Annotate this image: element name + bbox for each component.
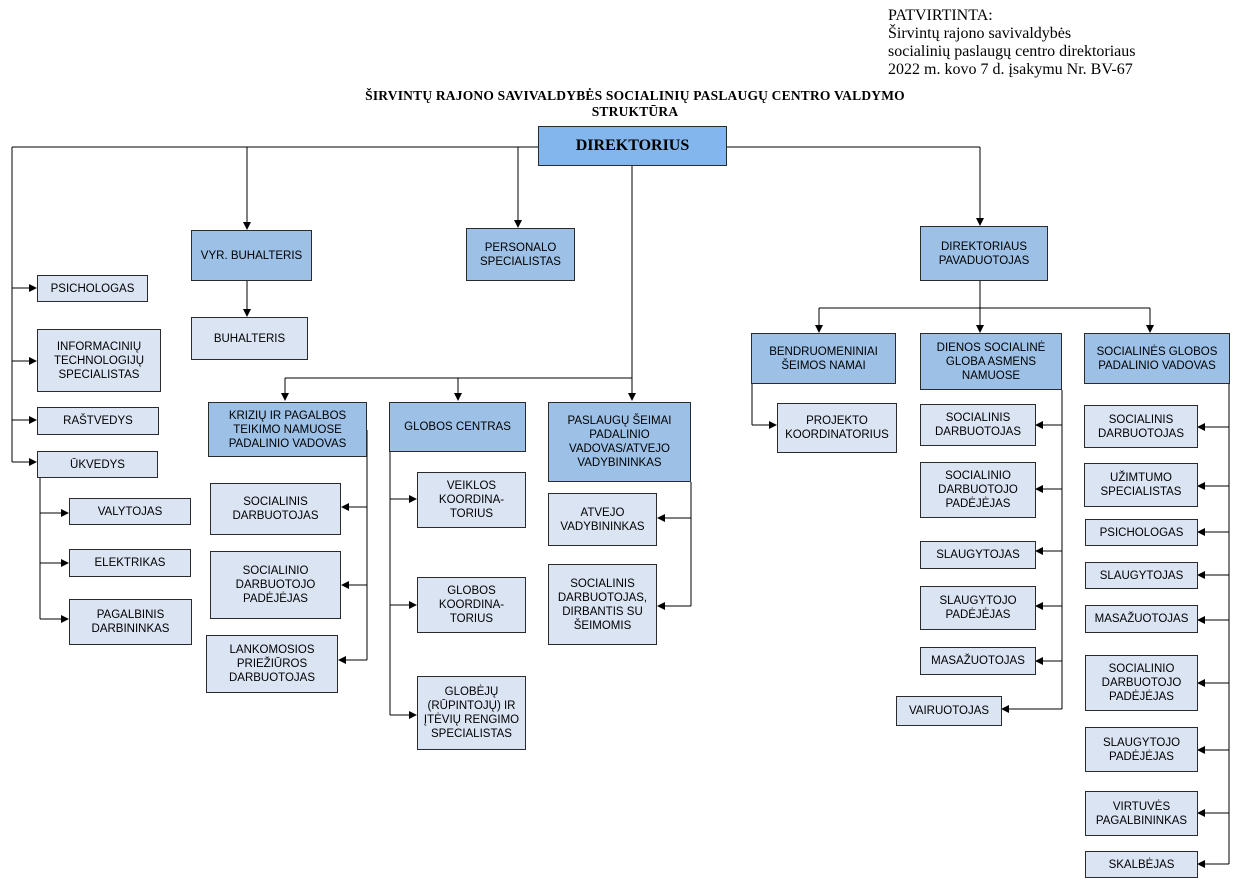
box-sg-slaugytojo-padejejas: SLAUGYTOJO PADĖJĖJAS <box>1085 727 1198 772</box>
title-line-1: ŠIRVINTŲ RAJONO SAVIVALDYBĖS SOCIALINIŲ … <box>365 88 905 103</box>
box-vairuotojas: VAIRUOTOJAS <box>896 696 1002 726</box>
approval-line-3: socialinių paslaugų centro direktoriaus <box>888 43 1136 60</box>
page-title: ŠIRVINTŲ RAJONO SAVIVALDYBĖS SOCIALINIŲ … <box>300 88 970 120</box>
box-dg-masazuotojas: MASAŽUOTOJAS <box>920 647 1036 675</box>
box-ukvedys: ŪKVEDYS <box>37 451 158 478</box>
approval-line-2: Širvintų rajono savivaldybės <box>888 25 1072 42</box>
box-vyr-buhalteris: VYR. BUHALTERIS <box>191 230 312 281</box>
box-globos-koordinatorius: GLOBOS KOORDINA- TORIUS <box>417 577 526 633</box>
box-direktorius: DIREKTORIUS <box>538 126 727 166</box>
box-bendruomeniniai-seimos-namai: BENDRUOMENINIAI ŠEIMOS NAMAI <box>751 333 896 384</box>
box-sg-slaugytojas: SLAUGYTOJAS <box>1085 562 1198 589</box>
box-sg-masazuotojas: MASAŽUOTOJAS <box>1085 605 1198 633</box>
box-kriziu-padalinio-vadovas: KRIZIŲ IR PAGALBOS TEIKIMO NAMUOSE PADAL… <box>208 402 367 457</box>
box-direktoriaus-pavaduotojas: DIREKTORIAUS PAVADUOTOJAS <box>920 226 1048 281</box>
box-sg-uzimtumo-specialistas: UŽIMTUMO SPECIALISTAS <box>1084 463 1198 507</box>
box-socialines-globos-vadovas: SOCIALINĖS GLOBOS PADALINIO VADOVAS <box>1084 333 1230 384</box>
box-dg-slaugytojo-padejejas: SLAUGYTOJO PADĖJĖJAS <box>920 586 1036 630</box>
box-globos-centras: GLOBOS CENTRAS <box>389 402 526 452</box>
box-personalo-specialistas: PERSONALO SPECIALISTAS <box>466 228 575 281</box>
box-soc-darbuotojas-seimomis: SOCIALINIS DARBUOTOJAS, DIRBANTIS SU ŠEI… <box>548 564 657 645</box>
box-sg-skalbeja: SKALBĖJAS <box>1085 851 1198 878</box>
box-kriziu-socialinis-darbuotojas: SOCIALINIS DARBUOTOJAS <box>210 483 341 535</box>
box-globeju-rengimo-specialistas: GLOBĖJŲ (RŪPINTOJŲ) IR ĮTĖVIŲ RENGIMO SP… <box>417 676 526 750</box>
box-sg-padejejas: SOCIALINIO DARBUOTOJO PADĖJĖJAS <box>1085 655 1198 711</box>
box-elektrikas: ELEKTRIKAS <box>69 549 191 577</box>
title-line-2: STRUKTŪRA <box>591 104 679 119</box>
box-pagalbinis-darbininkas: PAGALBINIS DARBININKAS <box>69 599 192 645</box>
box-dg-padejejas: SOCIALINIO DARBUOTOJO PADĖJĖJAS <box>920 462 1036 518</box>
box-dienos-socialine-globa: DIENOS SOCIALINĖ GLOBA ASMENS NAMUOSE <box>920 333 1062 390</box>
box-atvejo-vadybininkas: ATVEJO VADYBININKAS <box>548 493 657 546</box>
approval-line-1: PATVIRTINTA: <box>888 7 993 24</box>
approval-stamp: PATVIRTINTA: Širvintų rajono savivaldybė… <box>888 7 1135 79</box>
box-paslaugu-seimai-vadovas: PASLAUGŲ ŠEIMAI PADALINIO VADOVAS/ATVEJO… <box>548 402 691 482</box>
box-veiklos-koordinatorius: VEIKLOS KOORDINA- TORIUS <box>417 472 526 528</box>
box-dg-socialinis-darbuotojas: SOCIALINIS DARBUOTOJAS <box>920 404 1036 446</box>
box-buhalteris: BUHALTERIS <box>191 317 308 360</box>
box-sg-psichologas: PSICHOLOGAS <box>1085 519 1198 546</box>
box-dg-slaugytojas: SLAUGYTOJAS <box>920 541 1036 569</box>
box-psichologas-left: PSICHOLOGAS <box>37 275 148 302</box>
box-valytojas: VALYTOJAS <box>69 498 191 525</box>
box-projekto-koordinatorius: PROJEKTO KOORDINATORIUS <box>777 403 897 453</box>
box-sg-virtuves-pagalbininkas: VIRTUVĖS PAGALBININKAS <box>1085 791 1198 836</box>
box-it-specialistas: INFORMACINIŲ TECHNOLOGIJŲ SPECIALISTAS <box>37 329 161 392</box>
box-rastvedys: RAŠTVEDYS <box>37 407 159 435</box>
box-lankomosios-prieziuros: LANKOMOSIOS PRIEŽIŪROS DARBUOTOJAS <box>206 635 338 693</box>
box-kriziu-padejejas: SOCIALINIO DARBUOTOJO PADĖJĖJAS <box>210 551 341 619</box>
box-sg-socialinis-darbuotojas: SOCIALINIS DARBUOTOJAS <box>1084 405 1198 448</box>
approval-line-4: 2022 m. kovo 7 d. įsakymu Nr. BV-67 <box>888 61 1133 78</box>
